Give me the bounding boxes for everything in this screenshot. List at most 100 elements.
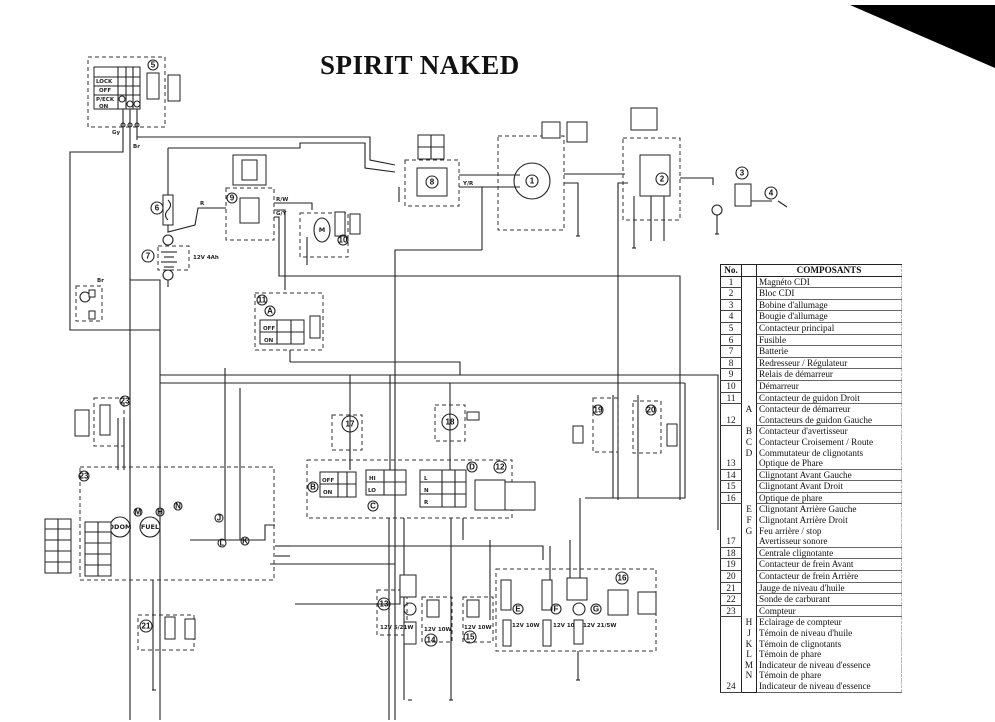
- legend-row-number: 17: [720, 536, 742, 548]
- lamp-spec-rear-left: 12V 10W: [512, 623, 540, 629]
- legend-row-number: 21: [720, 582, 742, 595]
- legend-row-sub: C: [741, 436, 757, 448]
- legend-row-description: Indicateur de niveau d'essence: [756, 659, 902, 671]
- diagram-title: SPIRIT NAKED: [320, 50, 520, 80]
- component-7-number: 7: [146, 252, 151, 261]
- legend-row-sub: [741, 380, 757, 393]
- legend-row-sub: [741, 334, 757, 346]
- legend-header-components: COMPOSANTS: [756, 264, 902, 277]
- wire-label-yr: Y/R: [462, 181, 474, 187]
- legend-row-description: Contacteur Croisement / Route: [756, 436, 902, 448]
- component-B-number: B: [310, 483, 316, 492]
- fuel-gauge-label: FUEL: [141, 523, 159, 531]
- fuse-6: 6 R: [150, 148, 226, 233]
- legend-row-number: [720, 525, 742, 537]
- lamp-spec-tail: 12V 21/5W: [583, 623, 616, 629]
- component-15-number: 15: [466, 633, 475, 642]
- component-G-number: G: [593, 605, 599, 614]
- legend-row-sub: [741, 558, 757, 571]
- legend-row-description: Jauge de niveau d'huile: [756, 582, 902, 595]
- component-24-number: 23: [121, 397, 130, 406]
- legend-row-sub: [741, 287, 757, 300]
- front-right-turn-15: 15 12V 10W: [462, 596, 494, 644]
- legend-row-sub: J: [741, 628, 757, 639]
- component-10-number: 10: [339, 236, 348, 245]
- legend-row-description: Optique de phare: [756, 492, 902, 505]
- component-11-number: 11: [258, 296, 267, 305]
- horn-17: 17: [331, 414, 363, 470]
- legend-row-sub: [741, 582, 757, 594]
- lamp-spec-headlight: 12V 5/21W: [380, 625, 413, 631]
- wire-label-br-brake: Br: [97, 278, 104, 284]
- indicator-K: K: [242, 537, 248, 546]
- legend-row-sub: [741, 570, 757, 583]
- horn-switch-on: ON: [323, 490, 333, 496]
- legend-row-description: Optique de Phare: [756, 458, 902, 470]
- front-left-turn-14: 14 12V 10W: [421, 596, 453, 647]
- legend-row-description: Contacteurs de guidon Gauche: [756, 414, 902, 427]
- legend-row-number: [720, 649, 742, 660]
- legend-row-number: 15: [720, 480, 742, 493]
- component-1-number: 1: [530, 177, 535, 186]
- starter-motor-10: M 10: [299, 211, 361, 265]
- legend-row-description: Feu arrière / stop: [756, 525, 902, 537]
- legend-row-sub: D: [741, 447, 757, 459]
- ignition-coil-3: 3: [711, 166, 772, 234]
- flasher-relay-18: 18: [434, 404, 480, 442]
- starter-relay-9: 9 R/W G/Y: [225, 154, 681, 500]
- turn-switch-D: L N R D: [419, 461, 478, 508]
- legend-row-number: 19: [720, 558, 742, 572]
- indicator-J: J: [217, 514, 221, 523]
- legend-row-number: [720, 436, 742, 448]
- legend-row-description: Sonde de carburant: [756, 593, 902, 606]
- legend-row-sub: [741, 593, 757, 606]
- main-switch-lock: LOCK: [96, 79, 113, 85]
- legend-row-description: Clignotant Arrière Gauche: [756, 503, 902, 516]
- legend-row-number: 16: [720, 492, 742, 505]
- main-switch-peck: P/ECK: [96, 97, 115, 103]
- legend-row-number: 4: [720, 310, 742, 323]
- rear-left-turn-E: E 12V 10W: [500, 579, 540, 647]
- legend-row-number: [720, 670, 742, 681]
- legend-row-sub: [741, 310, 757, 323]
- rectifier-regulator-8: 8 Y/R: [394, 134, 520, 720]
- legend-row-description: Témoin de niveau d'huile: [756, 628, 902, 639]
- legend-row-description: Indicateur de niveau d'essence: [756, 680, 902, 693]
- wire-label-gy-relay: G/Y: [276, 211, 288, 217]
- legend-row-sub: A: [741, 403, 757, 415]
- turn-switch-n: N: [424, 488, 429, 494]
- legend-row-sub: [741, 392, 757, 404]
- indicator-H: H: [157, 508, 163, 517]
- taillight-16: 16 E 12V 10W F 12V 10W G 12V 21/5W: [495, 568, 657, 680]
- legend-row-sub: [741, 414, 757, 426]
- legend-row-description: Témoin de phare: [756, 649, 902, 660]
- legend-row-sub: L: [741, 649, 757, 660]
- indicator-M: M: [135, 508, 142, 517]
- scan-corner-shadow: [850, 5, 995, 68]
- component-F-number: F: [554, 605, 559, 614]
- legend-row-description: Centrale clignotante: [756, 547, 902, 560]
- legend-row-sub: [741, 357, 757, 369]
- legend-row-number: [720, 403, 742, 415]
- legend-row-number: 5: [720, 322, 742, 335]
- legend-row: 18 Centrale clignotante: [720, 547, 902, 560]
- dimmer-switch-C: HI LO C: [365, 469, 407, 512]
- legend-row-description: Clignotant Avant Droit: [756, 480, 902, 493]
- legend-row-number: 18: [720, 547, 742, 560]
- legend-row-description: Eclairage de compteur: [756, 616, 902, 628]
- component-4-number: 4: [769, 189, 774, 198]
- legend-row-description: Démarreur: [756, 380, 902, 393]
- component-14-number: 14: [427, 636, 436, 645]
